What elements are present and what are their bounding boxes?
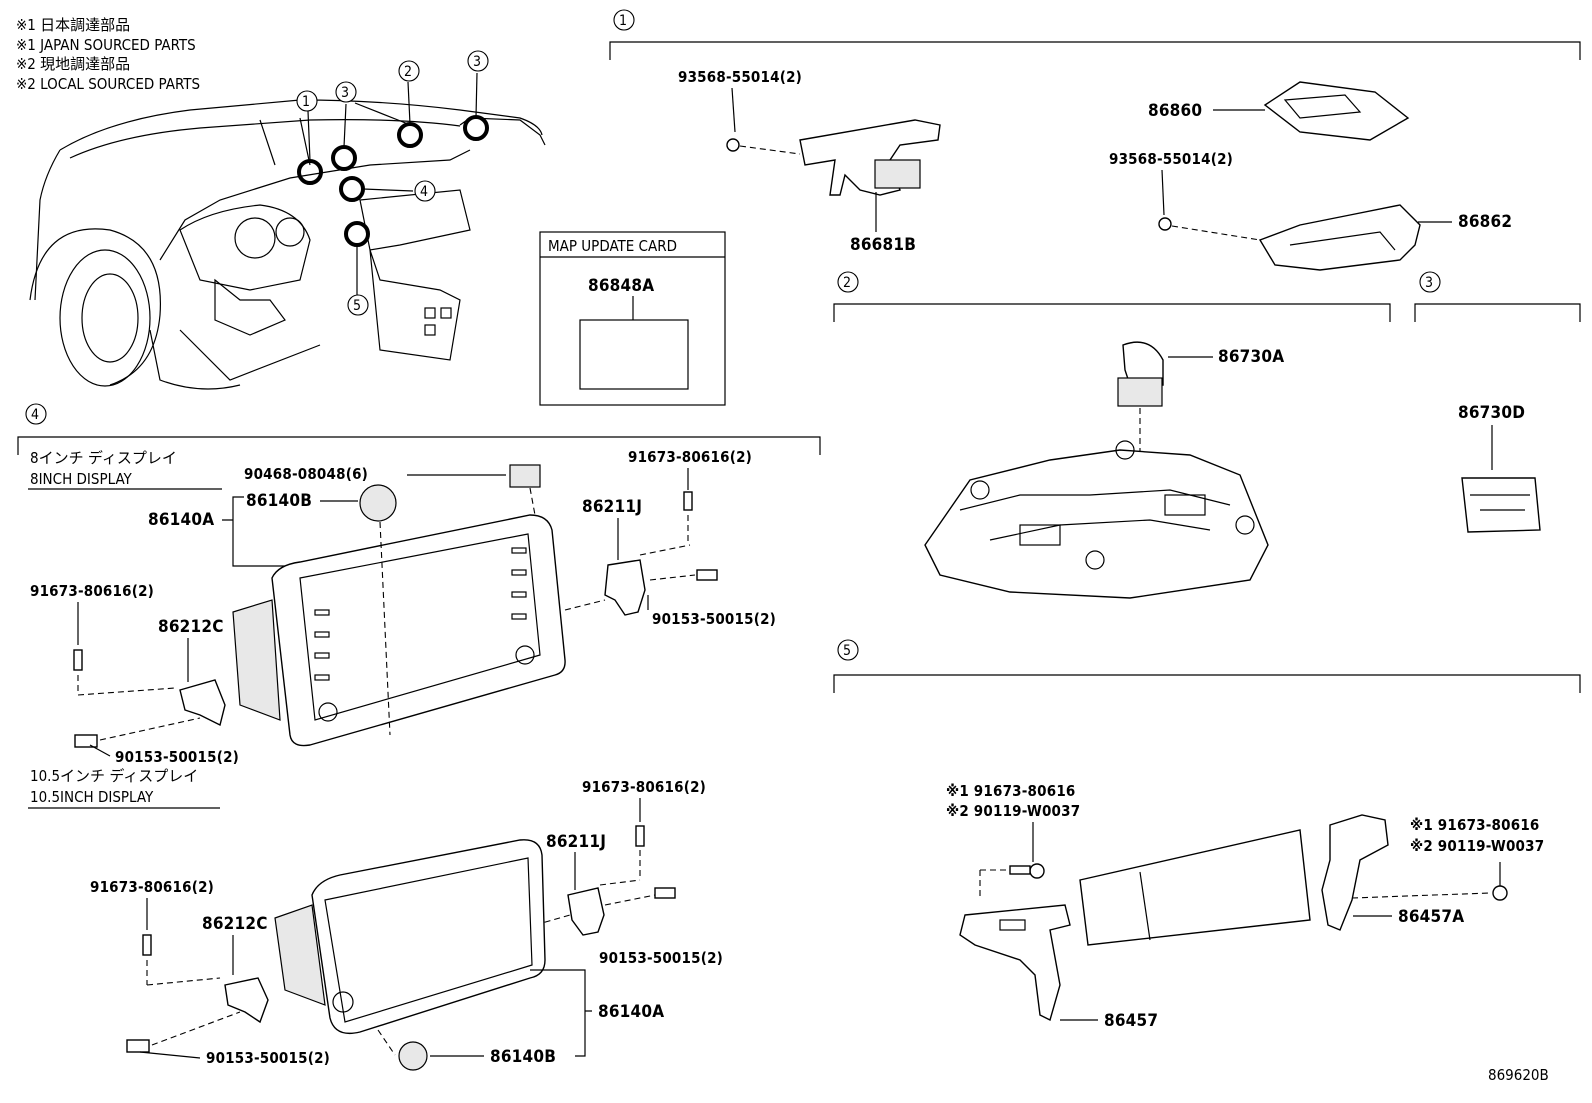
part-86211J-10: 86211J xyxy=(546,832,606,852)
part-90153-right-10: 90153-50015(2) xyxy=(599,949,723,967)
note-jp-2: ※2 現地調達部品 xyxy=(16,55,130,73)
display8-buttons xyxy=(314,547,535,722)
section-4-marker: 4 xyxy=(31,407,39,423)
part-93568-b: 93568-55014(2) xyxy=(1109,150,1233,168)
part-86140A-10: 86140A xyxy=(598,1002,664,1022)
part-86730D: 86730D xyxy=(1458,403,1525,423)
diagram-code: 869620B xyxy=(1488,1066,1549,1084)
part-90153-left: 90153-50015(2) xyxy=(115,748,239,766)
part-91673-left-10: 91673-80616(2) xyxy=(90,878,214,896)
part-93568-a: 93568-55014(2) xyxy=(678,68,802,86)
part-91673-top: 91673-80616(2) xyxy=(628,448,752,466)
marker-1: 1 xyxy=(302,94,310,110)
section-4: 4 8インチ ディスプレイ 8INCH DISPLAY 90468-08048(… xyxy=(17,403,821,1071)
part-90153-right: 90153-50015(2) xyxy=(652,610,776,628)
display10-en-label: 10.5INCH DISPLAY xyxy=(30,788,154,806)
right-screw-line2: ※2 90119-W0037 xyxy=(1410,837,1544,855)
part-86140B: 86140B xyxy=(246,491,312,511)
map-card-part: 86848A xyxy=(588,276,654,296)
part-86212C: 86212C xyxy=(158,617,224,637)
display8-en-label: 8INCH DISPLAY xyxy=(30,470,133,488)
section-1-marker: 1 xyxy=(619,13,627,29)
part-86140B-10: 86140B xyxy=(490,1047,556,1067)
marker-4: 4 xyxy=(420,184,428,200)
display10-jp-label: 10.5インチ ディスプレイ xyxy=(30,767,198,785)
note-en-1: ※1 JAPAN SOURCED PARTS xyxy=(16,36,196,54)
part-90468: 90468-08048(6) xyxy=(244,465,368,483)
part-90153-left-10: 90153-50015(2) xyxy=(206,1049,330,1067)
vehicle-interior-illustration: 1 3 2 3 4 5 xyxy=(29,50,546,390)
part-86862: 86862 xyxy=(1458,212,1512,232)
part-86730A: 86730A xyxy=(1218,347,1284,367)
marker-2: 2 xyxy=(404,64,412,80)
section-3: 3 86730D xyxy=(1414,271,1581,533)
part-91673-left: 91673-80616(2) xyxy=(30,582,154,600)
marker-5: 5 xyxy=(353,298,361,314)
sourcing-notes: ※1 日本調達部品 ※1 JAPAN SOURCED PARTS ※2 現地調達… xyxy=(16,16,200,93)
marker-3: 3 xyxy=(341,85,349,101)
section-5-marker: 5 xyxy=(843,643,851,659)
left-screw-line1: ※1 91673-80616 xyxy=(946,782,1076,800)
section-1: 1 93568-55014(2) 86681B 86860 93568-5501… xyxy=(609,9,1581,271)
section-2-marker: 2 xyxy=(843,275,851,291)
note-jp-1: ※1 日本調達部品 xyxy=(16,16,130,34)
marker-3: 3 xyxy=(473,54,481,70)
section-2: 2 86730A xyxy=(833,271,1391,599)
map-card-title: MAP UPDATE CARD xyxy=(548,237,677,255)
part-86860: 86860 xyxy=(1148,101,1202,121)
display8-jp-label: 8インチ ディスプレイ xyxy=(30,449,177,467)
part-91673-top-10: 91673-80616(2) xyxy=(582,778,706,796)
right-screw-line1: ※1 91673-80616 xyxy=(1410,816,1540,834)
part-86457: 86457 xyxy=(1104,1011,1158,1031)
section-5: 5 ※1 91673-80616 ※2 90119-W0037 86457 ※1… xyxy=(833,639,1581,1031)
note-en-2: ※2 LOCAL SOURCED PARTS xyxy=(16,75,200,93)
part-86457A: 86457A xyxy=(1398,907,1464,927)
part-86140A: 86140A xyxy=(148,510,214,530)
part-86211J: 86211J xyxy=(582,497,642,517)
map-update-card-box: MAP UPDATE CARD 86848A xyxy=(539,231,726,406)
part-86681B: 86681B xyxy=(850,235,916,255)
part-86212C-10: 86212C xyxy=(202,914,268,934)
section-3-marker: 3 xyxy=(1425,275,1433,291)
left-screw-line2: ※2 90119-W0037 xyxy=(946,802,1080,820)
